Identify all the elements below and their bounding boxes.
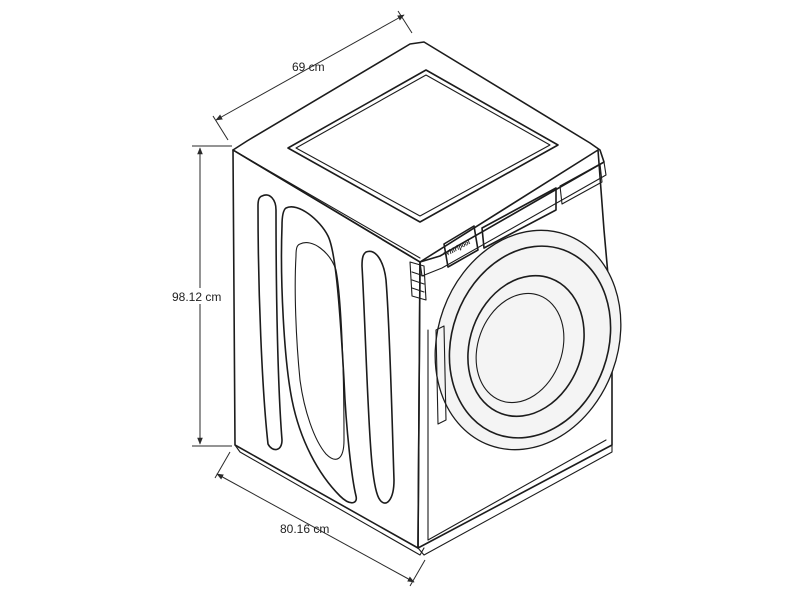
drawer-slot-1 — [411, 271, 425, 277]
side-emboss-left — [257, 194, 283, 451]
width-label: 69 cm — [292, 60, 325, 74]
top-lid — [287, 69, 559, 223]
depth-dimension: 80.16 cm — [214, 451, 426, 587]
height-label: 98.12 cm — [172, 290, 221, 304]
top-lid-inner — [295, 74, 551, 217]
height-label-backdrop — [170, 288, 226, 304]
depth-extension-right — [409, 559, 426, 587]
door-glass-inner — [475, 292, 565, 404]
door-inner-ring — [448, 245, 612, 439]
control-band — [419, 161, 607, 277]
control-knob-area — [559, 163, 603, 205]
door-outer-ring[interactable] — [405, 204, 651, 476]
drawer-slot-2 — [411, 279, 425, 285]
width-extension-left — [212, 115, 229, 141]
base-plinth — [234, 444, 425, 556]
height-dimension: 98.12 cm — [170, 145, 232, 447]
logo-plate — [443, 225, 479, 268]
base-plinth-front — [417, 444, 613, 556]
drawer-slot-3 — [411, 287, 425, 293]
side-emboss-right — [361, 250, 395, 504]
side-emboss-middle-outer — [280, 206, 358, 504]
detergent-drawer — [409, 261, 427, 301]
depth-label: 80.16 cm — [280, 522, 329, 536]
washer-body: Whirlpool — [232, 41, 651, 556]
width-extension-right — [397, 10, 413, 34]
door-glass — [467, 274, 585, 418]
display-window — [481, 187, 557, 249]
depth-dimension-line — [216, 473, 415, 583]
door-hinge — [435, 325, 447, 425]
front-bottom-edge — [427, 439, 607, 541]
width-dimension-line — [215, 14, 405, 121]
width-dimension: 69 cm — [212, 10, 413, 141]
top-edge-front — [237, 152, 421, 259]
side-emboss-middle-inner — [294, 242, 345, 460]
